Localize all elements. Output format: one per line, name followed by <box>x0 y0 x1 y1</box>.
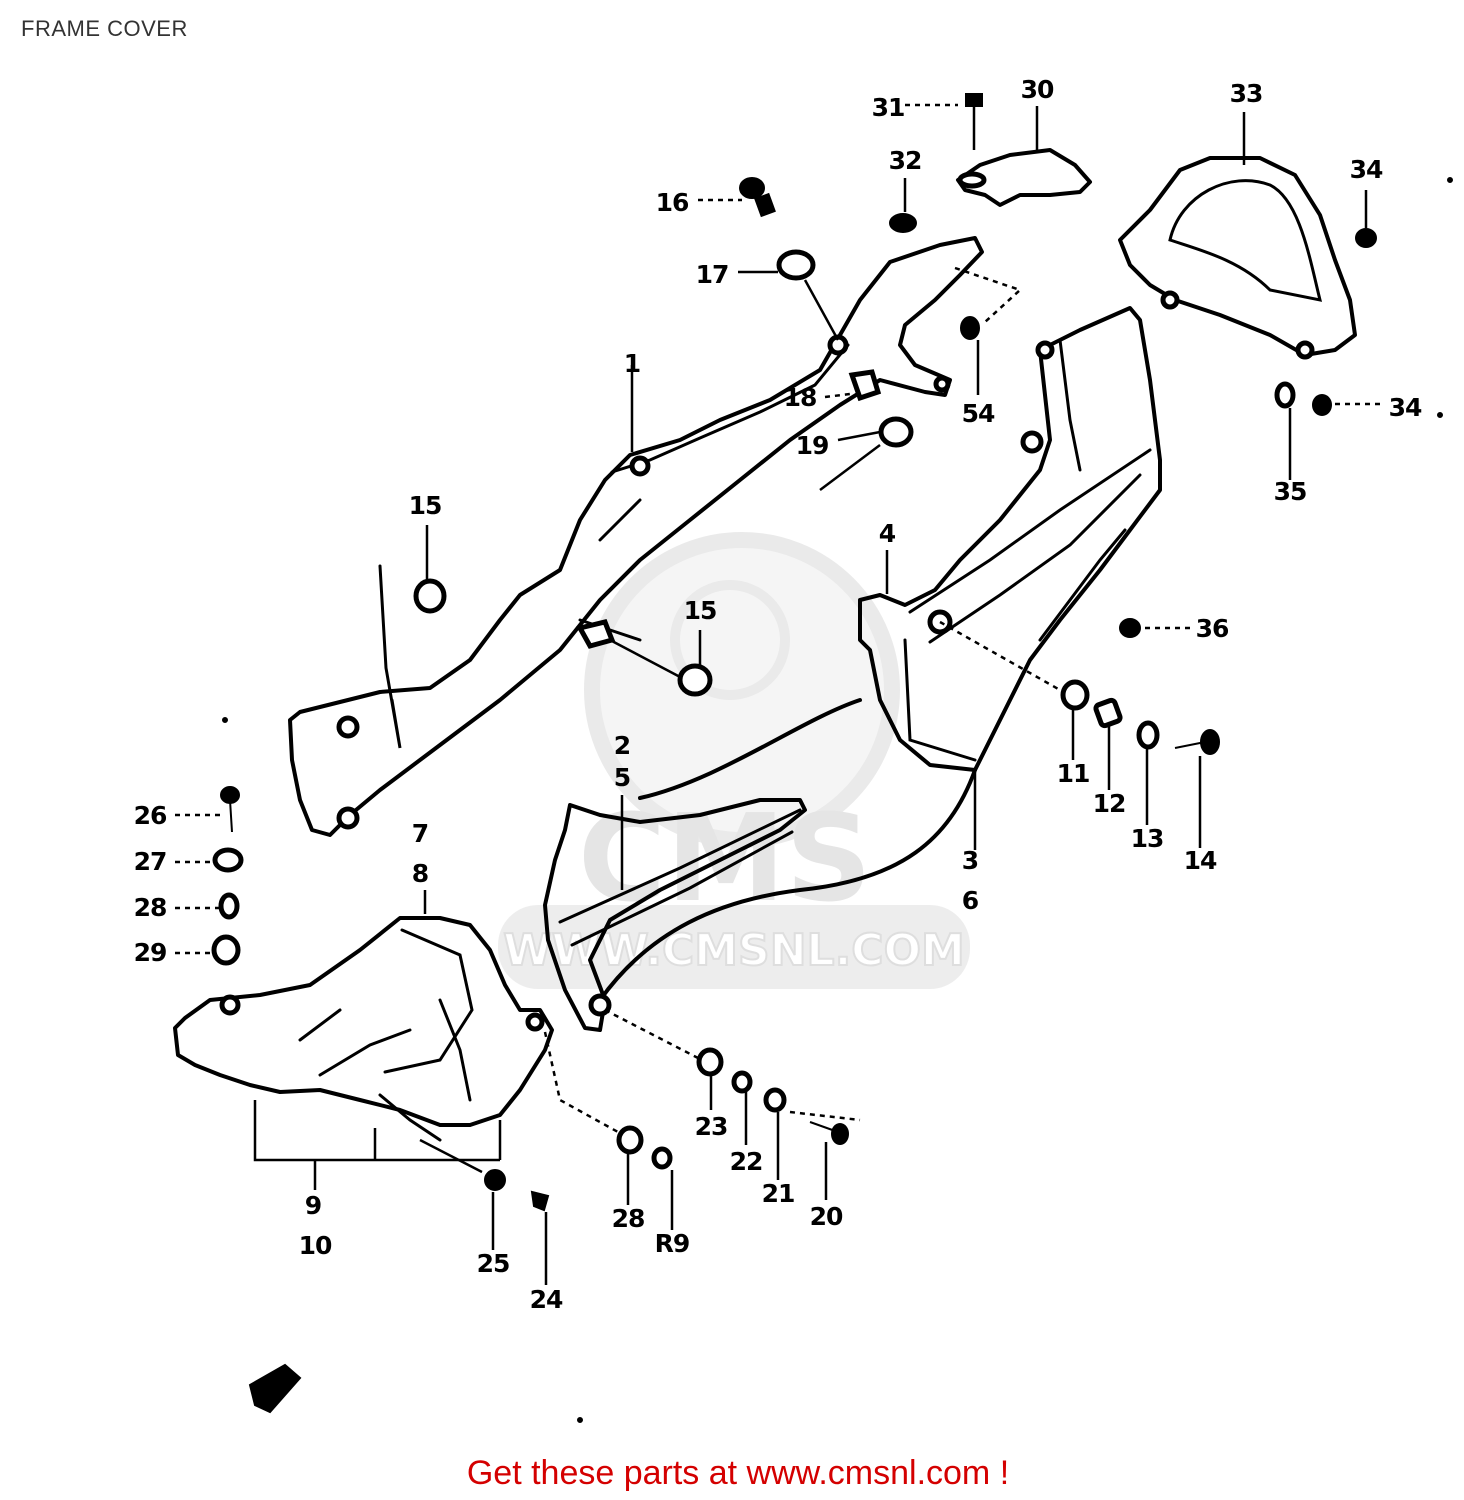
callout-10: 10 <box>299 1231 332 1260</box>
part-15-grommet-mid <box>677 663 713 697</box>
callout-1: 1 <box>624 349 640 378</box>
cmsnl-watermark: CMS WWW.CMSNL.COM <box>498 532 970 989</box>
part-14-bolt <box>1174 729 1220 755</box>
part-4-lower-edge <box>638 698 862 800</box>
part-26-bolt <box>220 786 240 833</box>
callout-28-right: 28 <box>612 1204 645 1233</box>
callout-54: 54 <box>962 399 995 428</box>
part-11-grommet <box>1060 679 1090 711</box>
callout-20: 20 <box>810 1202 843 1231</box>
part-3-6-lower-shell <box>598 768 977 1002</box>
callout-24: 24 <box>530 1285 563 1314</box>
part-20-bolt <box>809 1121 849 1145</box>
callout-34-top: 34 <box>1350 155 1383 184</box>
part-25-screw <box>484 1169 506 1191</box>
callout-26: 26 <box>134 801 167 830</box>
callout-25: 25 <box>477 1249 510 1278</box>
part-16-bolt <box>739 177 776 218</box>
part-35-washer <box>1274 381 1296 409</box>
callout-14: 14 <box>1184 846 1217 875</box>
callout-13: 13 <box>1131 824 1164 853</box>
watermark-url-pill <box>498 905 970 989</box>
part-2-5-lower-cover <box>543 798 807 1032</box>
page-title: FRAME COVER <box>21 16 188 41</box>
callout-6: 6 <box>962 886 979 915</box>
callout-18: 18 <box>784 383 817 412</box>
callout-3: 3 <box>962 846 978 875</box>
callout-7: 7 <box>412 819 428 848</box>
callout-32: 32 <box>889 146 922 175</box>
callout-8: 8 <box>412 859 428 888</box>
part-12-collar <box>1093 697 1123 729</box>
part-32-nut <box>889 213 917 233</box>
callout-19: 19 <box>796 431 829 460</box>
part-9-10-bracket <box>253 1100 502 1190</box>
part-28-collar-left <box>218 892 240 920</box>
watermark-mascot <box>670 580 790 700</box>
part-36-screw <box>1119 618 1141 638</box>
part-13-washer <box>1136 720 1160 750</box>
part-17-grommet <box>776 249 816 281</box>
callout-34-right: 34 <box>1389 393 1422 422</box>
part-21-washer <box>763 1087 787 1113</box>
callout-35: 35 <box>1274 477 1307 506</box>
callout-30: 30 <box>1021 75 1054 104</box>
hardware <box>211 93 1453 1423</box>
callout-29-left: 29 <box>134 938 167 967</box>
callout-labels: 31 30 33 34 16 32 17 1 18 54 19 15 15 4 … <box>134 75 1423 1314</box>
callout-28-left: 28 <box>134 893 167 922</box>
part-29-collar-right <box>651 1146 673 1170</box>
speck <box>577 1417 583 1423</box>
callout-29-right: R9 <box>655 1229 690 1258</box>
part-19-grommet <box>878 416 914 448</box>
callout-11: 11 <box>1057 759 1090 788</box>
leader-lines <box>175 103 1385 1285</box>
speck <box>1447 177 1453 183</box>
speck <box>222 717 228 723</box>
callout-15-upper: 15 <box>409 491 442 520</box>
callout-23: 23 <box>695 1112 728 1141</box>
part-34-screw-right <box>1312 394 1332 416</box>
callout-22: 22 <box>730 1147 763 1176</box>
callout-17: 17 <box>696 260 729 289</box>
part-24-clip <box>530 1190 550 1212</box>
part-23-grommet <box>696 1047 724 1077</box>
part-30-bracket <box>956 148 1092 207</box>
callout-36: 36 <box>1196 614 1229 643</box>
part-28-grommet-right <box>616 1125 644 1155</box>
callout-15-mid: 15 <box>684 596 717 625</box>
speck <box>1437 412 1443 418</box>
callout-5: 5 <box>614 763 630 792</box>
part-33-tail-cover <box>1118 156 1357 360</box>
callout-27: 27 <box>134 847 167 876</box>
callout-4: 4 <box>879 519 896 548</box>
part-27-washer <box>212 847 244 873</box>
part-4-side-cover <box>858 306 1162 772</box>
part-54-screw <box>960 316 980 340</box>
part-detail-blob <box>248 1363 302 1414</box>
part-18-clip <box>848 369 882 402</box>
part-22-collar <box>731 1070 753 1094</box>
footer-link-text[interactable]: Get these parts at www.cmsnl.com ! <box>466 1454 1010 1492</box>
callout-33: 33 <box>1230 79 1263 108</box>
part-7-8-lower-front-cover <box>173 916 554 1142</box>
callout-12: 12 <box>1093 789 1126 818</box>
watermark-url-text: WWW.CMSNL.COM <box>503 925 965 976</box>
callout-31: 31 <box>872 93 905 122</box>
part-15-grommet-upper <box>413 578 447 614</box>
callout-2: 2 <box>614 731 630 760</box>
part-15-clip <box>576 619 616 649</box>
part-29-grommet-left <box>211 934 241 966</box>
callout-9: 9 <box>305 1191 321 1220</box>
part-31-bolt <box>957 93 987 189</box>
part-34-screw-top <box>1355 228 1377 248</box>
callout-16: 16 <box>656 188 689 217</box>
callout-21: 21 <box>762 1179 795 1208</box>
